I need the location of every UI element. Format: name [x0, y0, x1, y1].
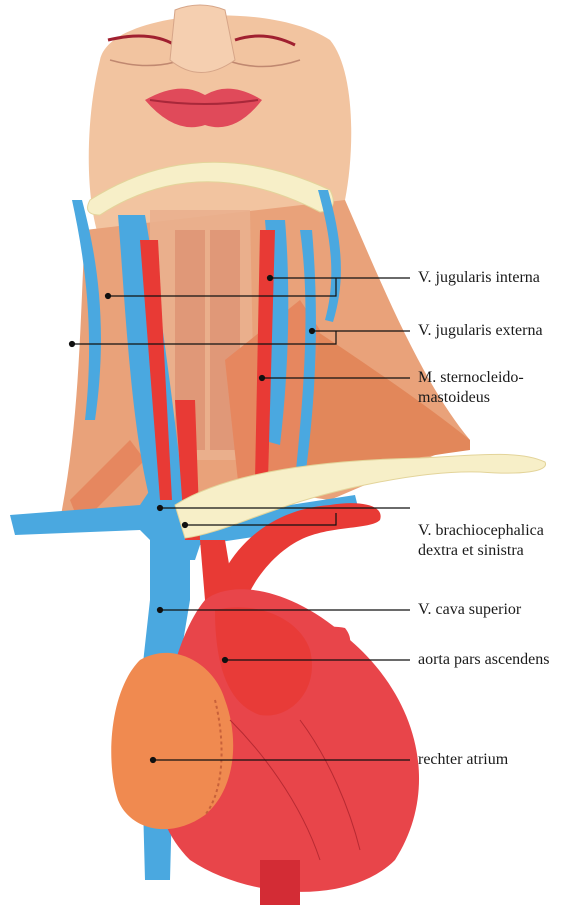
label-sternocleido-line1: M. sternocleido- [418, 368, 524, 388]
label-brachiocephalica-line2: dextra et sinistra [418, 541, 524, 561]
label-aorta: aorta pars ascendens [418, 650, 550, 670]
label-cava-superior: V. cava superior [418, 600, 521, 620]
label-jugularis-externa: V. jugularis externa [418, 321, 543, 341]
label-sternocleido-line2: mastoideus [418, 388, 490, 408]
label-atrium: rechter atrium [418, 750, 508, 770]
label-jugularis-interna: V. jugularis interna [418, 268, 540, 288]
label-brachiocephalica-line1: V. brachiocephalica [418, 521, 544, 541]
